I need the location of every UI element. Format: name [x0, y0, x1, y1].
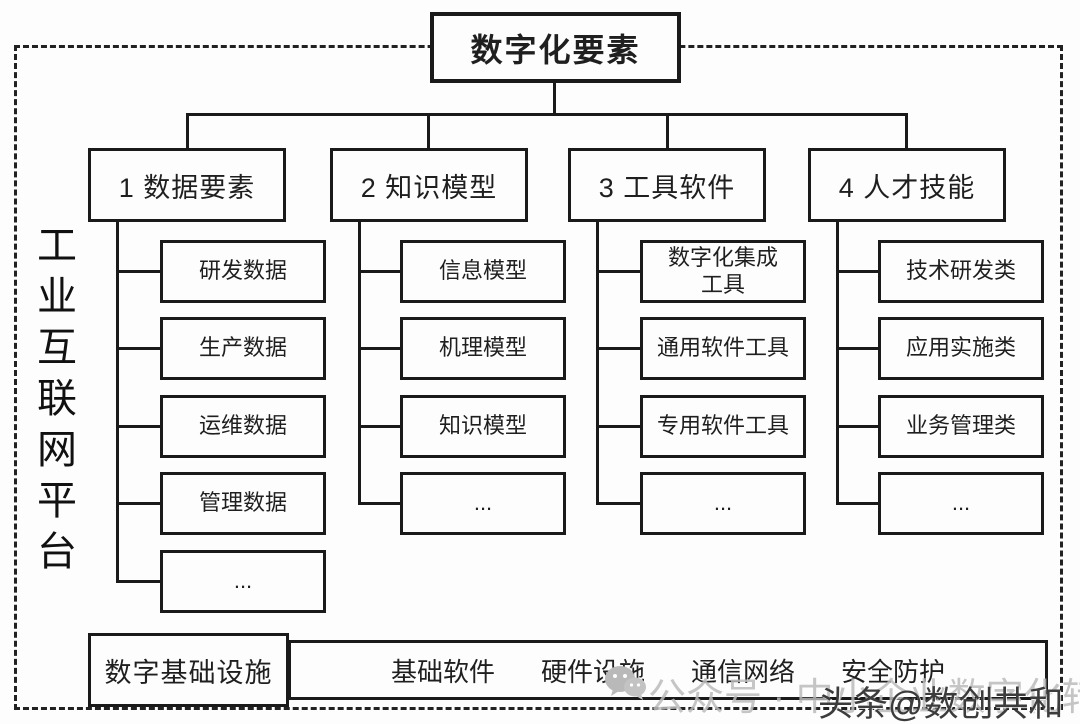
child-label: ...	[473, 490, 493, 516]
child-node-tech-rd-category: 技术研发类	[878, 240, 1044, 303]
child-label: 知识模型	[438, 413, 527, 439]
stub-col1-row4	[116, 502, 160, 505]
toutiao-watermark-text: 头条@数创共和	[818, 685, 1064, 724]
child-label: 应用实施类	[905, 335, 1016, 361]
wechat-watermark-text: 公众号 · 中小企业数字化转型	[648, 677, 1080, 719]
child-node-business-mgmt-category: 业务管理类	[878, 395, 1044, 458]
header-node-data-elements: 1 数据要素	[88, 148, 286, 222]
child-node-model-ellipsis: ...	[400, 472, 566, 535]
child-label: 研发数据	[198, 258, 287, 284]
wechat-icon	[603, 664, 647, 704]
stub-col4-row2	[836, 347, 878, 350]
connector-drop-col2	[427, 113, 430, 149]
child-node-information-model: 信息模型	[400, 240, 566, 303]
header-label: 3 工具软件	[598, 172, 736, 203]
stub-col3-row2	[596, 347, 640, 350]
child-node-special-software-tools: 专用软件工具	[640, 395, 806, 458]
child-label: 管理数据	[198, 490, 287, 516]
child-node-rd-data: 研发数据	[160, 240, 326, 303]
infra-item-basic-software: 基础软件	[390, 656, 495, 687]
header-node-tool-software: 3 工具软件	[568, 148, 766, 222]
child-label: ...	[233, 568, 253, 594]
root-node-digital-elements: 数字化要素	[430, 12, 681, 83]
connector-drop-col3	[666, 113, 669, 149]
infra-item-security: 安全防护	[841, 656, 946, 687]
infra-item-comm-network: 通信网络	[691, 656, 796, 687]
child-node-application-category: 应用实施类	[878, 317, 1044, 380]
stub-col1-row2	[116, 347, 160, 350]
child-node-om-data: 运维数据	[160, 395, 326, 458]
spine-col3	[596, 222, 599, 505]
root-node-label: 数字化要素	[470, 31, 641, 68]
connector-drop-col4	[905, 113, 908, 149]
stub-col3-row4	[596, 502, 640, 505]
child-node-digital-integration-tools: 数字化集成 工具	[640, 240, 806, 303]
spine-col2	[358, 222, 361, 505]
stub-col1-row5	[116, 580, 160, 583]
header-node-talent-skills: 4 人才技能	[808, 148, 1006, 222]
header-label: 2 知识模型	[360, 172, 498, 203]
child-label: ...	[713, 490, 733, 516]
connector-drop-col1	[186, 113, 189, 149]
stub-col2-row4	[358, 502, 400, 505]
stub-col3-row3	[596, 425, 640, 428]
child-node-general-software-tools: 通用软件工具	[640, 317, 806, 380]
header-label: 4 人才技能	[838, 172, 976, 203]
child-node-management-data: 管理数据	[160, 472, 326, 535]
stub-col1-row1	[116, 270, 160, 273]
child-label: 信息模型	[438, 258, 527, 284]
child-label: 业务管理类	[905, 413, 1016, 439]
header-label: 1 数据要素	[118, 172, 256, 203]
connector-root-riser	[553, 82, 556, 115]
child-node-skills-ellipsis: ...	[878, 472, 1044, 535]
infrastructure-title-label: 数字基础设施	[104, 657, 273, 688]
spine-col4	[836, 222, 839, 505]
stub-col4-row1	[836, 270, 878, 273]
platform-label: 工业互联网平台	[31, 224, 75, 581]
child-label: ...	[951, 490, 971, 516]
stub-col2-row3	[358, 425, 400, 428]
child-label: 生产数据	[198, 335, 287, 361]
child-node-tools-ellipsis: ...	[640, 472, 806, 535]
stub-col2-row2	[358, 347, 400, 350]
stub-col3-row1	[596, 270, 640, 273]
stub-col4-row3	[836, 425, 878, 428]
stub-col4-row4	[836, 502, 878, 505]
child-node-knowledge-model: 知识模型	[400, 395, 566, 458]
stub-col2-row1	[358, 270, 400, 273]
child-label: 机理模型	[438, 335, 527, 361]
stub-col1-row3	[116, 425, 160, 428]
child-label: 专用软件工具	[656, 413, 789, 439]
child-node-production-data: 生产数据	[160, 317, 326, 380]
child-node-data-ellipsis: ...	[160, 550, 326, 613]
child-label: 运维数据	[198, 413, 287, 439]
header-node-knowledge-models: 2 知识模型	[330, 148, 528, 222]
infrastructure-title-box: 数字基础设施	[88, 633, 289, 707]
connector-top-horizontal	[186, 113, 908, 116]
child-label: 通用软件工具	[656, 335, 789, 361]
child-label: 技术研发类	[905, 258, 1016, 284]
spine-col1	[116, 222, 119, 583]
child-label: 数字化集成 工具	[667, 245, 778, 297]
child-node-mechanism-model: 机理模型	[400, 317, 566, 380]
